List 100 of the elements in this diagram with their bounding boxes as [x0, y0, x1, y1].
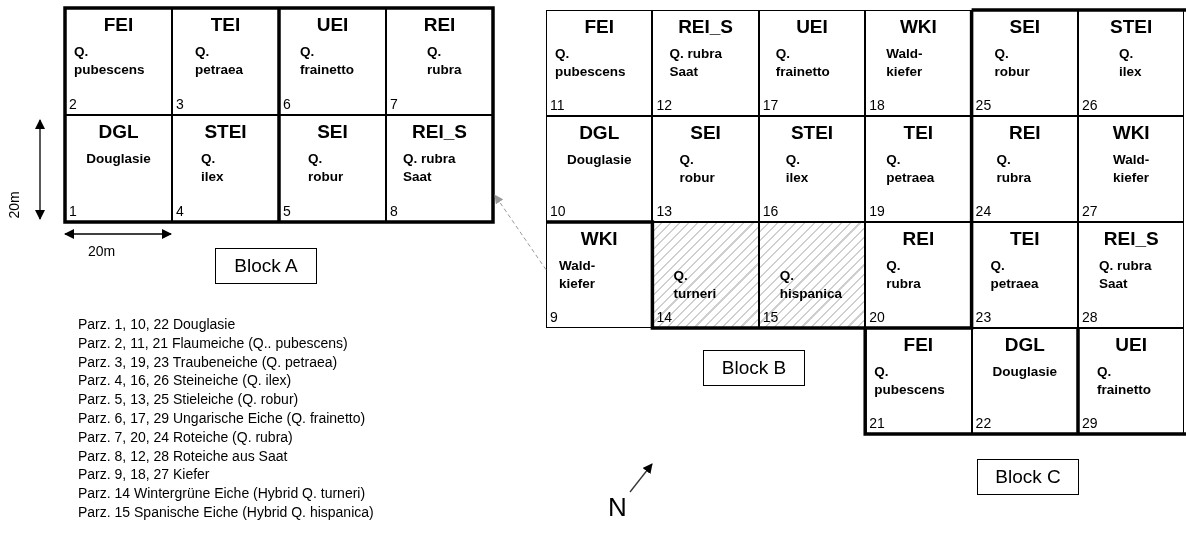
plot-number: 25: [975, 97, 992, 113]
plot-code: TEI: [903, 122, 934, 144]
plot-number: 5: [283, 203, 291, 219]
plot-cell: [652, 10, 759, 116]
dimension-label: 20m: [5, 191, 22, 219]
plot-number: 1: [69, 203, 77, 219]
plot-code: FEI: [584, 16, 614, 38]
plot-code: STEI: [1110, 16, 1153, 38]
plot-cell: [971, 10, 1078, 116]
species-name: Q. frainetto: [1097, 363, 1151, 399]
plot-cell: [1078, 222, 1185, 328]
plot-number: 22: [975, 415, 992, 431]
plot-code: FEI: [103, 14, 134, 36]
plot-cell: [546, 222, 653, 328]
plot-number: 4: [176, 203, 184, 219]
plot-number: 8: [390, 203, 398, 219]
plot-cell: [279, 115, 386, 222]
plot-code: SEI: [1009, 16, 1041, 38]
plot-cell: [1078, 10, 1185, 116]
species-name: Q. pubescens: [555, 45, 626, 81]
plot-number: 6: [283, 96, 291, 112]
plot-code: DGL: [98, 121, 139, 143]
plot-number: 13: [656, 203, 672, 219]
plot-number: 28: [1082, 309, 1098, 325]
legend-text: Parz. 14 Wintergrüne Eiche (Hybrid Q. turneri): [78, 485, 366, 502]
plot-cell: [65, 115, 172, 222]
species-name: Wald- kiefer: [886, 45, 923, 81]
plot-cell: [172, 8, 279, 115]
plot-number: 16: [762, 203, 779, 219]
species-name: Q. hispanica: [779, 267, 844, 303]
plot-code: UEI: [316, 14, 349, 36]
legend-text: Parz. 4, 16, 26 Steineiche (Q. ilex): [78, 372, 292, 389]
plot-number: 17: [762, 97, 779, 113]
legend-text: Parz. 6, 17, 29 Ungarische Eiche (Q. frainetto): [78, 410, 366, 426]
species-name: Q. frainetto: [300, 43, 354, 79]
species-name: Douglasie: [566, 151, 632, 169]
plot-number: 29: [1082, 415, 1098, 431]
plot-number: 10: [550, 203, 566, 219]
plot-code: REI: [902, 228, 935, 250]
plot-code: FEI: [903, 334, 934, 356]
plot-number: 11: [550, 97, 565, 113]
plot-number: 7: [390, 96, 398, 112]
plot-code: REI: [423, 14, 456, 36]
legend-text: Parz. 7, 20, 24 Roteiche (Q. rubra): [78, 428, 293, 445]
plot-code: SEI: [317, 121, 348, 143]
species-name: Q. rubra Saat: [669, 45, 723, 81]
legend-text: Parz. 8, 12, 28 Roteiche aus Saat: [78, 447, 288, 464]
plot-cell: [758, 10, 866, 116]
species-name: Q. robur: [308, 150, 344, 186]
plot-cell: [1078, 116, 1185, 222]
plot-code: REI_S: [1103, 228, 1159, 250]
plot-code: STEI: [790, 122, 834, 144]
plot-number: 18: [869, 97, 885, 113]
plot-number: 19: [869, 203, 885, 219]
block-label: Block B: [703, 350, 805, 386]
plot-code: UEI: [796, 16, 828, 38]
species-name: Q. rubra Saat: [1099, 257, 1153, 293]
plot-code: TEI: [1010, 228, 1040, 250]
plot-code: WKI: [1112, 122, 1150, 144]
species-name: Q. rubra Saat: [403, 150, 457, 186]
plot-number: 27: [1082, 203, 1098, 219]
species-name: Q. ilex: [785, 151, 809, 187]
plot-code: DGL: [1004, 334, 1045, 356]
plot-cell: [971, 116, 1078, 222]
species-name: Q. rubra: [886, 257, 921, 293]
species-name: Q. ilex: [201, 150, 224, 186]
plot-cell: [65, 8, 172, 115]
plot-number: 26: [1082, 97, 1098, 113]
legend-text: Parz. 5, 13, 25 Stieleiche (Q. robur): [78, 391, 299, 408]
plot-code: UEI: [1115, 334, 1148, 356]
plot-number: 23: [975, 309, 992, 325]
plot-cell: [758, 116, 866, 222]
plot-cell: [971, 328, 1078, 434]
species-name: Douglasie: [86, 150, 151, 168]
species-name: Q. pubescens: [874, 363, 945, 399]
plot-number: 2: [69, 96, 77, 112]
species-name: Douglasie: [992, 363, 1058, 381]
plot-cell: [1078, 328, 1185, 434]
plot-number: 21: [869, 415, 885, 431]
species-name: Q. rubra: [427, 43, 462, 79]
legend-text: Parz. 3, 19, 23 Traubeneiche (Q. petraea): [78, 353, 338, 370]
species-name: Q. petraea: [990, 257, 1039, 293]
species-name: Q. petraea: [195, 43, 243, 79]
hatched-plot: [758, 222, 866, 328]
plot-code: REI_S: [678, 16, 734, 38]
plot-code: SEI: [690, 122, 721, 144]
species-name: Wald- kiefer: [1113, 151, 1150, 187]
plot-cell: [971, 222, 1078, 328]
plot-code: STEI: [204, 121, 247, 143]
species-name: Q. rubra: [996, 151, 1032, 187]
plot-cell: [865, 10, 972, 116]
dimension-label: 20m: [88, 243, 116, 259]
species-name: Q. ilex: [1119, 45, 1142, 81]
plot-number: 12: [656, 97, 672, 113]
plot-cell: [652, 116, 759, 222]
plot-code: TEI: [210, 14, 241, 36]
plot-code: WKI: [580, 228, 618, 250]
species-name: Q. petraea: [886, 151, 935, 187]
arrow: [494, 194, 547, 271]
block-label: Block A: [215, 248, 317, 284]
